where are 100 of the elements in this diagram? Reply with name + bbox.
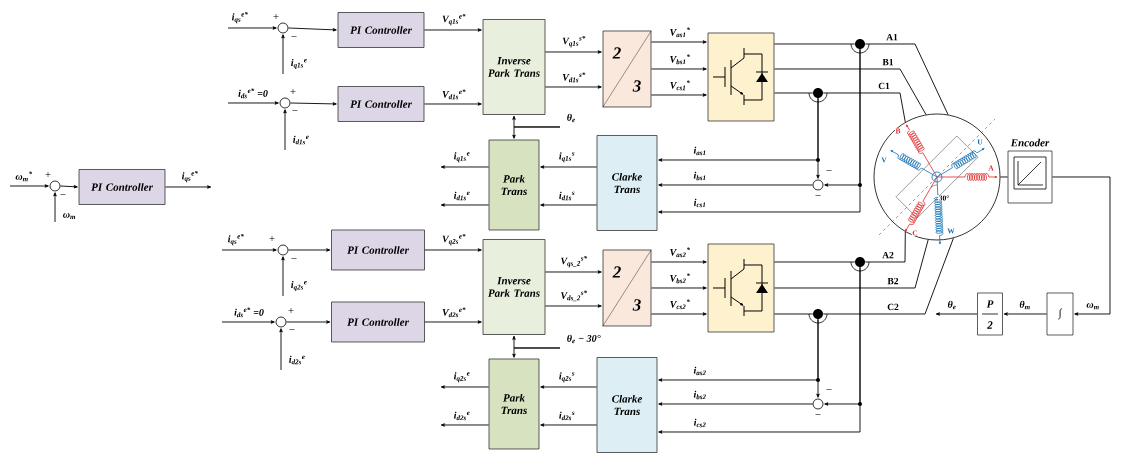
signal-label: ω$_{m}$ xyxy=(62,212,77,220)
summing-junction xyxy=(279,97,291,109)
arrow xyxy=(650,312,707,316)
arrow xyxy=(289,102,337,106)
block-heading: Encoder xyxy=(1010,138,1050,147)
signal-label: i$_{cs2}$ xyxy=(693,418,707,428)
arrow xyxy=(283,109,287,151)
arrow xyxy=(281,34,285,75)
sensor-dot xyxy=(808,88,828,103)
connection-line xyxy=(773,68,927,115)
arrow xyxy=(1003,312,1048,316)
arrow xyxy=(816,97,820,179)
arrow xyxy=(540,385,598,389)
transform-box: Clarke Trans xyxy=(596,135,658,231)
phase-label: A2 xyxy=(881,251,895,259)
connection-line xyxy=(864,231,906,263)
arrow xyxy=(281,256,285,297)
signal-label: ω$_{m}$ xyxy=(1085,302,1101,310)
arrow xyxy=(221,248,277,252)
arrow xyxy=(544,85,602,89)
arrow xyxy=(164,185,212,189)
summing-junction xyxy=(277,244,289,256)
arrow xyxy=(1051,176,1111,316)
sign-label: + xyxy=(288,307,294,313)
arrow xyxy=(650,260,707,264)
controller-box: PI Controller xyxy=(78,169,166,205)
arrow xyxy=(440,385,490,389)
transform-box: Clarke Trans xyxy=(596,357,658,453)
arrow xyxy=(221,320,275,324)
arrow xyxy=(227,101,279,105)
arrow xyxy=(423,102,482,106)
arrow xyxy=(59,185,78,189)
summing-junction xyxy=(812,398,824,410)
signal-label: i$_{as1}$ xyxy=(692,146,708,156)
arrow xyxy=(227,26,277,30)
sign-label: − xyxy=(292,110,298,111)
signal-label: i$_{cs1}$ xyxy=(693,198,707,208)
connection-line xyxy=(822,92,906,123)
signal-label: i$_{ds}$$^{e*}$ =0 xyxy=(237,87,269,99)
sign-label: − xyxy=(291,36,297,37)
connection-line xyxy=(773,239,929,289)
converter-box: 2 3 xyxy=(602,249,652,327)
sign-label: − xyxy=(815,195,821,196)
arrow xyxy=(424,248,482,252)
connection-line xyxy=(999,176,1009,178)
arrow xyxy=(540,423,598,427)
sign-label: + xyxy=(290,88,296,94)
transform-box: Inverse Park Trans xyxy=(482,19,546,115)
phase-label: C2 xyxy=(886,303,900,311)
sensor-dot xyxy=(808,309,828,324)
summing-junction xyxy=(275,316,287,328)
signal-label: i$_{bs2}$ xyxy=(692,390,708,400)
controller-box: PI Controller xyxy=(337,12,425,48)
arrow xyxy=(53,192,57,223)
arrow xyxy=(544,304,602,308)
controller-box: PI Controller xyxy=(331,301,425,343)
arrow xyxy=(658,266,861,434)
arrow xyxy=(650,93,707,97)
transform-box: Park Trans xyxy=(488,139,540,231)
sign-label: − xyxy=(60,194,66,195)
connection-line xyxy=(773,43,856,45)
arrow xyxy=(287,248,331,252)
signal-label: θ$_{e}$ − 30° xyxy=(566,334,602,344)
motor-drawing xyxy=(873,113,1001,245)
arrow xyxy=(544,50,602,54)
signal-label: θ$_{e}$ xyxy=(566,113,577,123)
integrator-block: ∫ xyxy=(1046,292,1074,336)
sensor-dot xyxy=(850,39,870,54)
connection-line xyxy=(773,261,856,263)
sign-label: + xyxy=(269,235,275,241)
connection-line xyxy=(864,43,949,115)
arrow xyxy=(540,165,598,169)
arrow xyxy=(512,126,561,139)
summing-junction xyxy=(277,22,289,34)
arrow xyxy=(650,286,707,290)
controller-box: PI Controller xyxy=(331,229,425,271)
sign-label: − xyxy=(826,170,832,171)
connection-line xyxy=(822,237,954,315)
controller-box: PI Controller xyxy=(337,86,425,122)
arrow xyxy=(658,48,861,214)
phase-label: A1 xyxy=(885,33,899,41)
sign-label: − xyxy=(815,414,821,415)
phase-label: B2 xyxy=(886,277,900,285)
signal-label: i$_{bs1}$ xyxy=(692,171,708,181)
sign-label: + xyxy=(273,13,279,19)
arrow xyxy=(440,203,490,207)
arrow xyxy=(423,28,482,32)
arrow xyxy=(9,184,49,188)
summing-junction xyxy=(49,180,61,192)
arrow xyxy=(285,320,331,324)
connection-line xyxy=(773,92,814,94)
arrow xyxy=(650,40,707,44)
gain-block: P 2 xyxy=(977,292,1003,336)
inverter-drawing xyxy=(707,243,775,333)
signal-label: i$_{as2}$ xyxy=(692,366,708,376)
sign-label: − xyxy=(289,329,295,330)
arrow xyxy=(440,165,490,169)
arrow xyxy=(816,318,820,398)
arrow xyxy=(287,27,337,32)
arrow xyxy=(935,312,978,316)
